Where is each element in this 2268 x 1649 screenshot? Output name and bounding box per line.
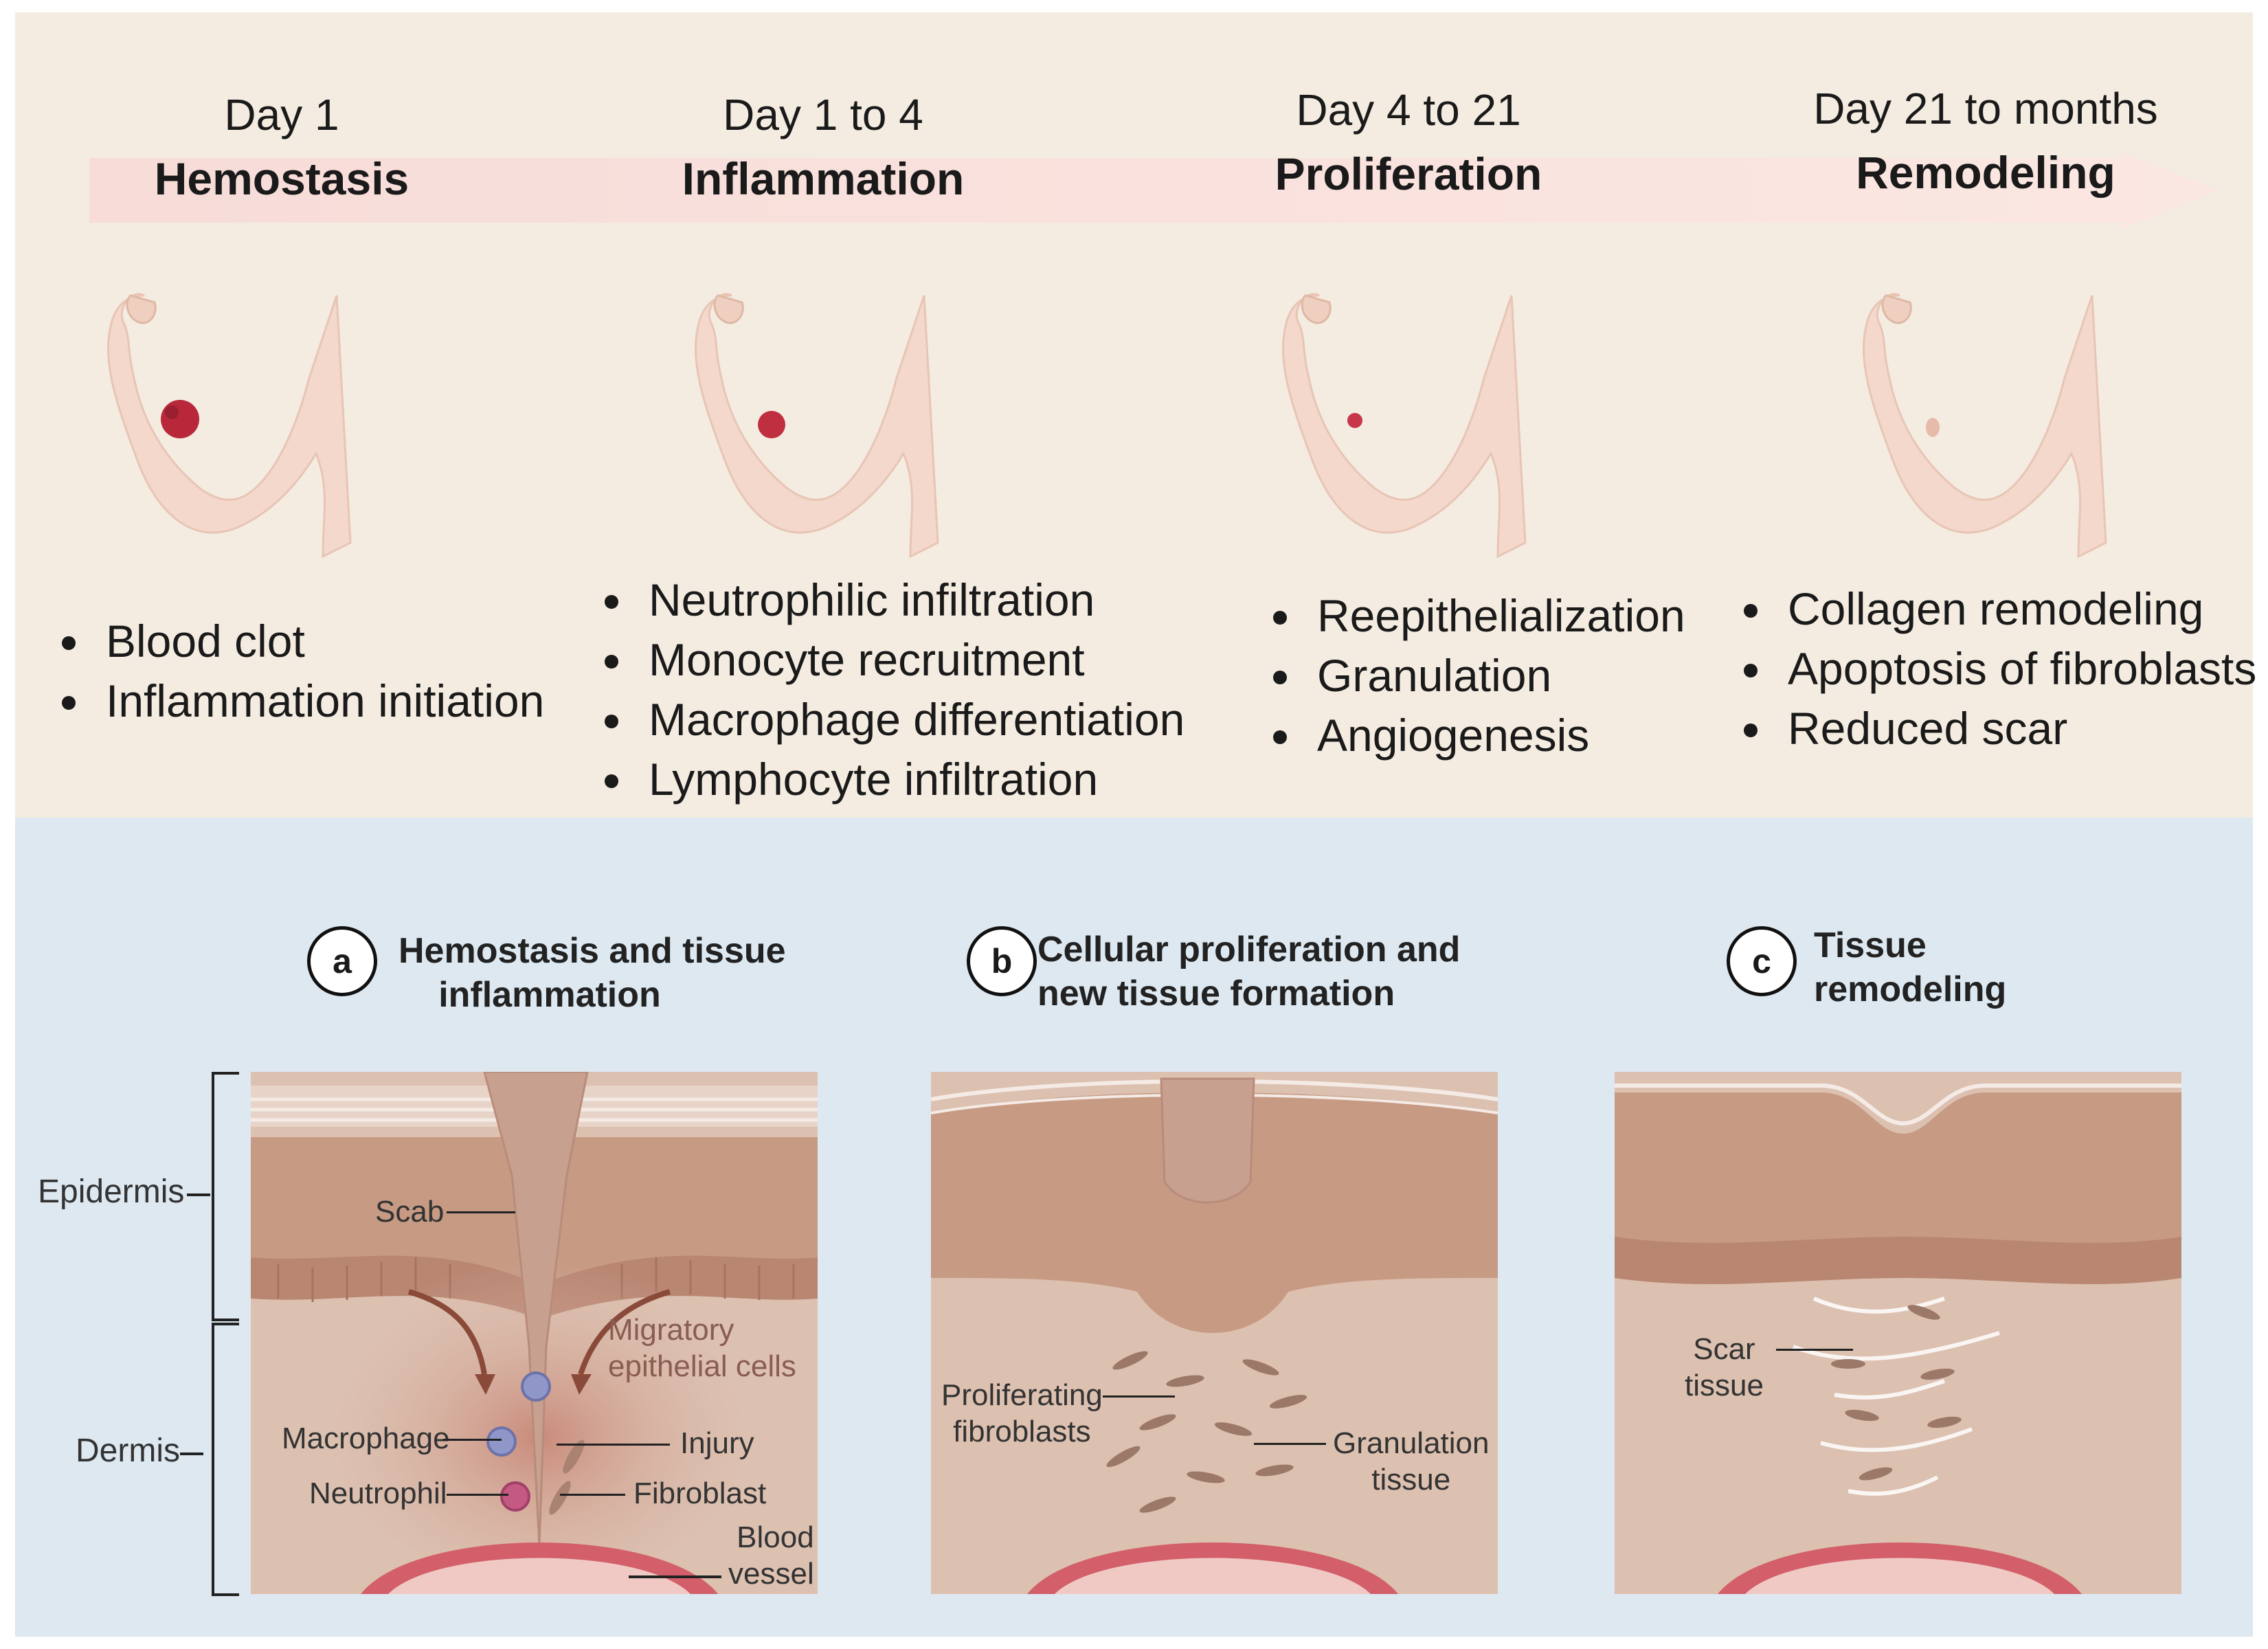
- fibroblast-pointer: [560, 1494, 625, 1496]
- neutrophil-pointer: [447, 1494, 508, 1496]
- stage-inflammation: Day 1 to 4 Inflammation: [562, 93, 1084, 201]
- dermis-bracket: [212, 1323, 239, 1596]
- arm-illustration-proliferation: [1281, 293, 1527, 559]
- list-item: Granulation: [1268, 646, 1685, 706]
- skin-section-a: [251, 1072, 818, 1594]
- list-item: Blood clot: [56, 612, 544, 671]
- stage-day: Day 1 to 4: [723, 90, 923, 139]
- granulation-tissue-pointer: [1254, 1443, 1326, 1445]
- list-item: Apoptosis of fibroblasts: [1738, 639, 2256, 699]
- proliferating-fibroblasts-label: Proliferating fibroblasts: [941, 1378, 1103, 1450]
- skin-section-b: [931, 1072, 1498, 1594]
- panel-title-line: remodeling: [1814, 969, 2007, 1009]
- label-line: tissue: [1371, 1462, 1451, 1496]
- list-item: Reduced scar: [1738, 699, 2256, 759]
- panel-a-title: Hemostasis and tissue inflammation: [398, 929, 786, 1017]
- label-line: Scar: [1693, 1332, 1755, 1366]
- list-item: Inflammation initiation: [56, 671, 544, 731]
- stage-day: Day 4 to 21: [1296, 85, 1521, 135]
- epidermis-bracket: [212, 1072, 239, 1321]
- label-line: Blood: [737, 1521, 814, 1554]
- stage-name: Inflammation: [682, 153, 965, 204]
- blood-vessel-pointer: [629, 1575, 721, 1578]
- panel-c-title: Tissue remodeling: [1814, 923, 2006, 1011]
- panel-title-line: Hemostasis and tissue: [398, 931, 786, 971]
- stage-remodeling: Day 21 to months Remodeling: [1725, 87, 2247, 195]
- arm-illustration-hemostasis: [106, 293, 352, 559]
- list-item: Angiogenesis: [1268, 706, 1685, 765]
- stage-day: Day 1: [224, 90, 339, 139]
- stage-hemostasis: Day 1 Hemostasis: [21, 93, 543, 201]
- panel-title-line: new tissue formation: [1037, 974, 1395, 1013]
- label-line: tissue: [1685, 1368, 1764, 1402]
- list-item: Reepithelialization: [1268, 586, 1685, 646]
- label-line: epithelial cells: [608, 1349, 796, 1383]
- stage-day: Day 21 to months: [1813, 84, 2158, 133]
- arm-illustration-inflammation: [694, 293, 939, 559]
- label-line: Proliferating: [941, 1378, 1103, 1412]
- stage-proliferation: Day 4 to 21 Proliferation: [1147, 88, 1670, 197]
- label-line: Migratory: [608, 1313, 734, 1347]
- panel-b-title: Cellular proliferation and new tissue fo…: [1037, 928, 1461, 1016]
- list-item: Neutrophilic infiltration: [599, 570, 1184, 630]
- bullets-inflammation: Neutrophilic infiltration Monocyte recru…: [599, 570, 1184, 809]
- label-line: vessel: [728, 1556, 814, 1591]
- list-item: Monocyte recruitment: [599, 630, 1184, 690]
- bullets-hemostasis: Blood clot Inflammation initiation: [56, 612, 544, 731]
- stage-name: Proliferation: [1275, 148, 1542, 199]
- bullets-remodeling: Collagen remodeling Apoptosis of fibrobl…: [1738, 579, 2256, 759]
- injury-label: Injury: [680, 1426, 754, 1460]
- injury-pointer: [557, 1444, 670, 1446]
- proliferating-fibroblasts-pointer: [1103, 1395, 1175, 1398]
- stage-name: Remodeling: [1856, 147, 2115, 198]
- list-item: Macrophage differentiation: [599, 690, 1184, 750]
- skin-section-c: [1615, 1072, 2181, 1594]
- fibroblast-label: Fibroblast: [633, 1477, 767, 1510]
- timeline-arrow: [89, 153, 2219, 228]
- panel-a-marker: a: [307, 926, 377, 996]
- blood-vessel-label: Blood vessel: [728, 1520, 814, 1593]
- scab-pointer: [447, 1211, 515, 1213]
- macrophage-pointer: [443, 1439, 502, 1441]
- panel-title-line: Cellular proliferation and: [1037, 930, 1461, 969]
- epidermis-tick: [187, 1193, 210, 1196]
- panel-title-line: inflammation: [438, 975, 661, 1015]
- panel-title-line: Tissue: [1814, 926, 1927, 965]
- panel-c-marker: c: [1727, 926, 1797, 996]
- bullets-proliferation: Reepithelialization Granulation Angiogen…: [1268, 586, 1685, 765]
- label-line: Granulation: [1333, 1426, 1490, 1460]
- label-line: fibroblasts: [953, 1414, 1091, 1448]
- macrophage-label: Macrophage: [282, 1422, 450, 1455]
- scar-tissue-pointer: [1776, 1349, 1853, 1351]
- dermis-label: Dermis: [76, 1433, 180, 1469]
- scab-label: Scab: [375, 1195, 445, 1229]
- epidermis-label: Epidermis: [38, 1174, 185, 1210]
- scar-tissue-label: Scar tissue: [1685, 1332, 1764, 1404]
- list-item: Lymphocyte infiltration: [599, 750, 1184, 809]
- panel-b-marker: b: [967, 926, 1037, 996]
- stage-name: Hemostasis: [154, 153, 409, 204]
- list-item: Collagen remodeling: [1738, 579, 2256, 639]
- arm-illustration-remodeling: [1862, 293, 2107, 559]
- neutrophil-label: Neutrophil: [309, 1477, 447, 1510]
- dermis-tick: [180, 1452, 203, 1455]
- granulation-tissue-label: Granulation tissue: [1333, 1426, 1489, 1499]
- migratory-cells-label: Migratory epithelial cells: [608, 1312, 796, 1385]
